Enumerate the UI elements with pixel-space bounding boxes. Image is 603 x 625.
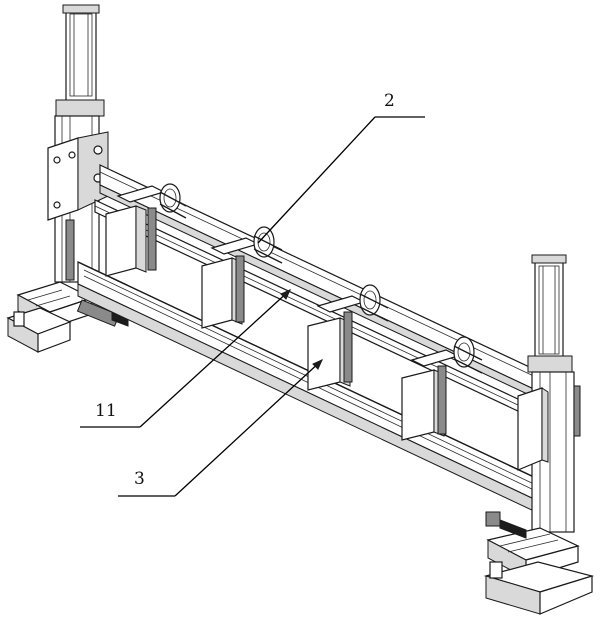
module-1 [105,183,187,277]
module-2 [201,226,283,329]
right-column [517,254,581,533]
left-base [6,281,129,353]
module-4 [401,336,483,441]
callout-11-label: 11 [95,401,117,421]
module-3 [307,284,389,391]
callout-2: 2 [257,91,425,244]
callout-11: 11 [80,289,291,428]
callout-3: 3 [118,359,323,497]
right-base [483,511,595,615]
callout-2-label: 2 [384,91,395,111]
callout-3-label: 3 [134,469,145,489]
left-column [47,4,109,283]
